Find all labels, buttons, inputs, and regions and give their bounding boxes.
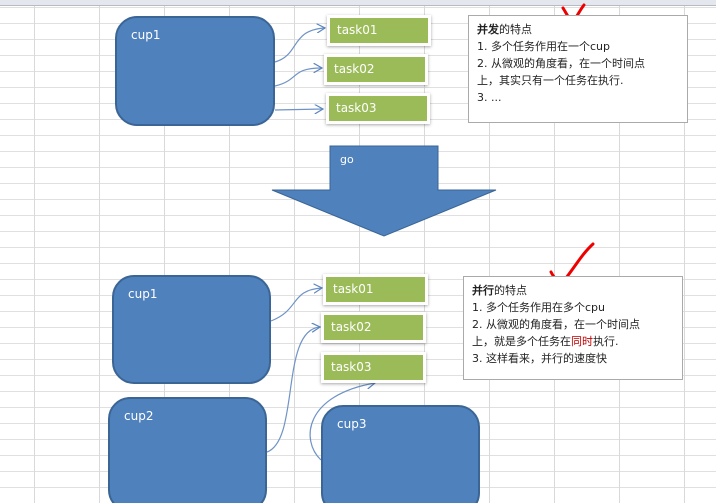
task-label: task02 <box>327 57 425 82</box>
connector <box>309 383 375 461</box>
task-box: task01 <box>327 15 431 46</box>
connector <box>274 68 322 87</box>
go-arrow-label: go <box>340 153 354 166</box>
note-title: 并发的特点 <box>477 23 532 36</box>
concurrency-note: 并发的特点 1. 多个任务作用在一个cup 2. 从微观的角度看，在一个时间点 … <box>468 15 688 123</box>
task-box: task03 <box>321 352 426 383</box>
cpu-label: cup1 <box>131 28 161 42</box>
cpu-label: cup3 <box>337 417 367 431</box>
connector <box>274 28 325 63</box>
parallelism-note: 并行的特点 1. 多个任务作用在多个cpu 2. 从微观的角度看，在一个时间点 … <box>463 276 683 380</box>
task-box: task01 <box>323 274 428 305</box>
note-line: 上，就是多个任务在同时执行. <box>472 335 619 348</box>
task-label: task01 <box>330 18 428 43</box>
cpu-box: cup2 <box>108 397 267 503</box>
task-box: task03 <box>326 93 430 124</box>
note-line: 1. 多个任务作用在多个cpu <box>472 301 605 314</box>
task-label: task01 <box>326 277 425 302</box>
task-box: task02 <box>321 312 426 343</box>
task-label: task03 <box>329 96 427 121</box>
cpu-box: cup1 <box>112 275 271 384</box>
note-line: 1. 多个任务作用在一个cup <box>477 40 610 53</box>
cpu-label: cup2 <box>124 409 154 423</box>
cpu-label: cup1 <box>128 287 158 301</box>
note-line: 上，其实只有一个任务在执行. <box>477 74 624 87</box>
note-line: 2. 从微观的角度看，在一个时间点 <box>477 57 645 70</box>
connector <box>274 109 323 110</box>
note-title: 并行的特点 <box>472 284 527 297</box>
task-label: task03 <box>324 355 423 380</box>
task-box: task02 <box>324 54 428 85</box>
connector <box>270 288 322 322</box>
cpu-box: cup3 <box>321 405 480 503</box>
checkmark-icon <box>549 242 595 282</box>
go-arrow-shape <box>271 145 497 237</box>
note-line: 3. ... <box>477 91 502 104</box>
column-header-row <box>0 0 716 6</box>
note-line: 3. 这样看来，并行的速度快 <box>472 352 607 365</box>
cpu-box: cup1 <box>115 16 275 126</box>
note-line: 2. 从微观的角度看，在一个时间点 <box>472 318 640 331</box>
task-label: task02 <box>324 315 423 340</box>
connector <box>266 327 320 453</box>
